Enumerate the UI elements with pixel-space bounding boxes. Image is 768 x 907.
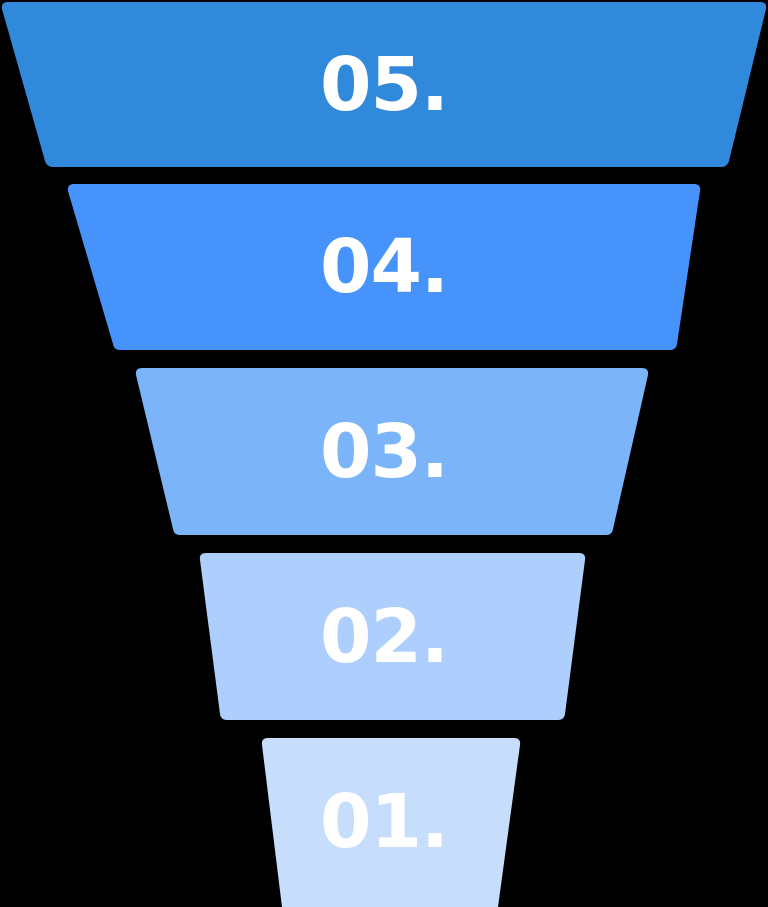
funnel-segment-05-label: 05. [319,42,449,128]
funnel-segment-04-label: 04. [319,224,449,310]
funnel-segment-03-label: 03. [319,409,449,495]
funnel-segment-05-group[interactable] [1,2,767,167]
funnel-segment-01-shape[interactable] [261,738,521,907]
funnel-segment-03-shape[interactable] [135,368,649,535]
funnel-segment-04-group[interactable] [67,184,701,350]
funnel-segment-01-group[interactable] [261,738,521,907]
funnel-segment-02-group[interactable] [199,553,586,720]
funnel-segment-05-shape[interactable] [1,2,767,167]
funnel-segment-02-shape[interactable] [199,553,586,720]
funnel-segment-02-label: 02. [319,594,449,680]
funnel-segment-03-group[interactable] [135,368,649,535]
funnel-segment-01-label: 01. [319,779,449,865]
funnel-segment-04-shape[interactable] [67,184,701,350]
